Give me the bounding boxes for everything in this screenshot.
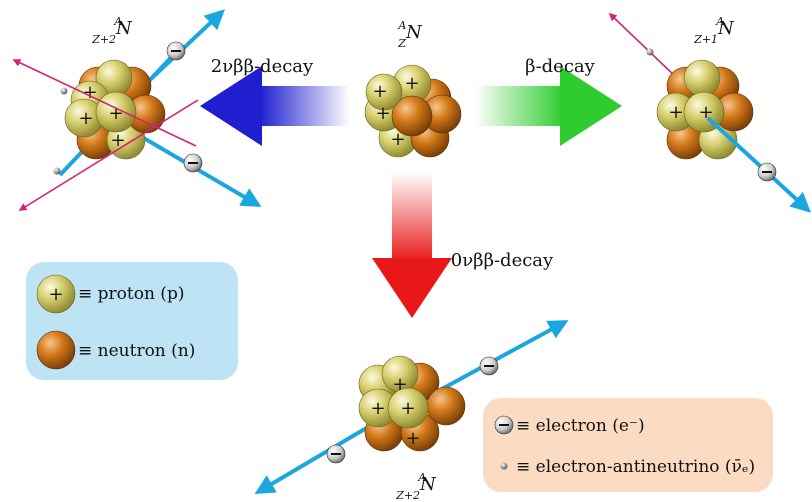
svg-text:+: +	[375, 103, 390, 124]
arrow-0nu	[372, 172, 452, 318]
svg-text:+: +	[78, 108, 93, 129]
legend-electron-text: ≡ electron (e⁻)	[516, 416, 645, 436]
svg-text:+: +	[404, 73, 419, 94]
svg-text:+: +	[372, 81, 387, 102]
svg-text:+: +	[390, 129, 405, 150]
nucleus-2nu: + + + +	[12, 9, 262, 211]
legend-nucleons: + ≡ proton (p) ≡ neutron (n)	[26, 262, 238, 380]
antineutrino-icon	[500, 462, 508, 470]
legend-proton-text: ≡ proton (p)	[78, 284, 184, 304]
nucleus-0nu: + + + +	[254, 320, 569, 495]
svg-text:+: +	[48, 284, 63, 305]
svg-text:+: +	[370, 398, 385, 419]
svg-text:+: +	[400, 398, 415, 419]
neutron-icon	[36, 330, 76, 370]
nucleus-beta: + +	[608, 12, 811, 213]
svg-text:+: +	[110, 130, 125, 151]
parent-nucleus: + + + +	[364, 64, 462, 158]
svg-text:+: +	[392, 374, 407, 395]
legend-leptons: ≡ electron (e⁻) ≡ electron-antineutrino …	[483, 398, 773, 492]
legend-antineutrino-text: ≡ electron-antineutrino (ν̄ₑ)	[516, 457, 755, 477]
svg-text:+: +	[108, 103, 123, 124]
label-2nu-decay: 2νββ-decay	[211, 56, 314, 77]
arrow-beta	[474, 66, 622, 146]
svg-text:+: +	[668, 102, 683, 123]
label-beta-decay: β-decay	[525, 56, 595, 77]
arrow-2nu	[200, 66, 350, 146]
proton-icon	[36, 274, 76, 314]
svg-text:+: +	[82, 82, 97, 103]
label-0nu-decay: 0νββ-decay	[451, 250, 554, 271]
svg-text:+: +	[405, 428, 420, 449]
legend-neutron-text: ≡ neutron (n)	[78, 341, 195, 361]
